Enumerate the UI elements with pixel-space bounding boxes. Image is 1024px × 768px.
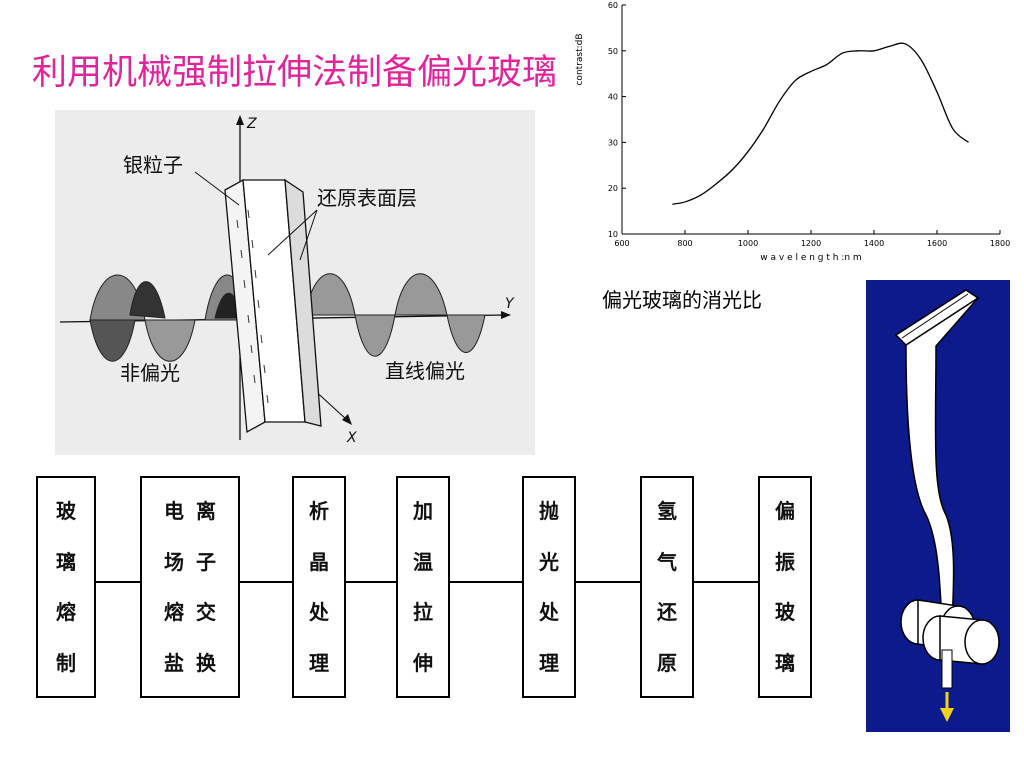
process-step-char: 理 xyxy=(309,650,329,675)
process-step-char: 交 xyxy=(196,600,216,625)
process-step-char: 璃 xyxy=(56,549,76,574)
process-step-char: 熔 xyxy=(164,600,184,625)
process-step-char: 玻 xyxy=(775,600,795,625)
process-step-column: 离子交换 xyxy=(196,478,216,696)
chart-x-tick-label: 600 xyxy=(614,239,629,248)
process-step-char: 伸 xyxy=(413,650,433,675)
contrast-chart: 600 800 1000 1200 1400 1600 1800 10 20 30 40 50 60 w… xyxy=(575,1,1010,263)
process-step-char: 气 xyxy=(657,549,677,574)
label-linear-polarized: 直线偏光 xyxy=(385,359,465,383)
process-step: 偏振玻璃 xyxy=(758,476,812,698)
process-connector xyxy=(96,581,140,583)
process-step-column: 电场熔盐 xyxy=(164,478,184,696)
chart-series-line xyxy=(672,42,969,205)
process-step-char: 原 xyxy=(657,650,677,675)
chart-y-axis-label: contrast:dB xyxy=(575,33,585,85)
stretching-illustration xyxy=(866,280,1010,732)
label-reduced-layer: 还原表面层 xyxy=(317,186,417,210)
process-step-char: 换 xyxy=(196,650,216,675)
process-step-column: 氢气还原 xyxy=(657,478,677,696)
label-unpolarized: 非偏光 xyxy=(120,361,180,385)
chart-x-tick-label: 1200 xyxy=(801,239,821,248)
chart-x-tick-label: 800 xyxy=(677,239,692,248)
axis-z-label: Z xyxy=(246,116,257,132)
process-step-char: 璃 xyxy=(775,650,795,675)
process-connector xyxy=(240,581,292,583)
process-step-char: 玻 xyxy=(56,499,76,524)
chart-x-tick-label: 1400 xyxy=(864,239,884,248)
process-connector xyxy=(450,581,522,583)
process-step-column: 抛光处理 xyxy=(539,478,559,696)
process-step: 玻璃熔制 xyxy=(36,476,96,698)
process-step-char: 理 xyxy=(539,650,559,675)
process-step: 析晶处理 xyxy=(292,476,346,698)
polarization-diagram: 银粒子 还原表面层 非偏光 直线偏光 Z Y X xyxy=(55,110,535,455)
axis-y-label: Y xyxy=(505,296,515,312)
chart-x-tick-label: 1000 xyxy=(738,239,758,248)
chart-x-tick-label: 1800 xyxy=(990,239,1010,248)
process-step-column: 偏振玻璃 xyxy=(775,478,795,696)
chart-y-tick-label: 40 xyxy=(608,93,618,102)
label-silver-particles: 银粒子 xyxy=(123,153,183,177)
process-step: 电场熔盐离子交换 xyxy=(140,476,240,698)
process-step-char: 氢 xyxy=(657,499,677,524)
process-step-char: 晶 xyxy=(309,549,329,574)
axis-x-label: X xyxy=(346,430,357,446)
process-step-char: 场 xyxy=(164,549,184,574)
process-flow: 玻璃熔制电场熔盐离子交换析晶处理加温拉伸抛光处理氢气还原偏振玻璃 xyxy=(0,470,860,710)
process-step-char: 温 xyxy=(413,549,433,574)
process-step-char: 制 xyxy=(56,650,76,675)
process-step-char: 盐 xyxy=(164,650,184,675)
chart-y-tick-label: 30 xyxy=(608,138,618,147)
process-connector xyxy=(576,581,640,583)
process-step: 抛光处理 xyxy=(522,476,576,698)
chart-y-tick-label: 10 xyxy=(608,230,618,239)
process-step-char: 还 xyxy=(657,600,677,625)
process-step-char: 处 xyxy=(539,600,559,625)
process-step-column: 玻璃熔制 xyxy=(56,478,76,696)
process-step-char: 离 xyxy=(196,499,216,524)
process-step-char: 光 xyxy=(539,549,559,574)
process-connector xyxy=(346,581,396,583)
process-step-char: 电 xyxy=(164,499,184,524)
chart-x-tick-label: 1600 xyxy=(927,239,947,248)
page-title: 利用机械强制拉伸法制备偏光玻璃 xyxy=(32,53,558,93)
process-step-char: 拉 xyxy=(413,600,433,625)
process-step-char: 熔 xyxy=(56,600,76,625)
chart-y-tick-label: 60 xyxy=(608,1,618,10)
process-step-char: 析 xyxy=(309,499,329,524)
chart-x-axis-label: w a v e l e n g t h :n m xyxy=(760,253,861,263)
process-step-char: 振 xyxy=(775,549,795,574)
process-step: 氢气还原 xyxy=(640,476,694,698)
chart-y-tick-label: 20 xyxy=(608,184,618,193)
chart-y-tick-label: 50 xyxy=(608,47,618,56)
chart-caption: 偏光玻璃的消光比 xyxy=(602,288,762,312)
process-step-column: 析晶处理 xyxy=(309,478,329,696)
process-step-char: 加 xyxy=(413,499,433,524)
process-step-char: 抛 xyxy=(539,499,559,524)
process-step-column: 加温拉伸 xyxy=(413,478,433,696)
arrow-down-icon xyxy=(940,708,954,722)
process-step-char: 子 xyxy=(196,549,216,574)
process-step-char: 处 xyxy=(309,600,329,625)
process-connector xyxy=(694,581,758,583)
process-step-char: 偏 xyxy=(775,499,795,524)
process-step: 加温拉伸 xyxy=(396,476,450,698)
